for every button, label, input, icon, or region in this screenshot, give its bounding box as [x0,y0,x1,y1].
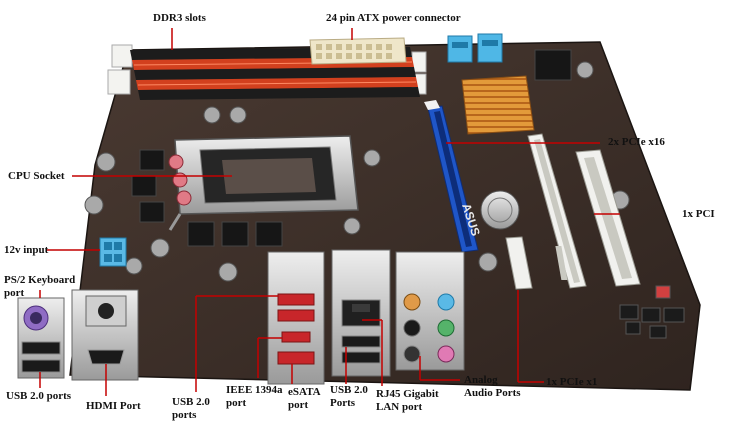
usb-port-red [277,309,315,322]
audio-jack [403,345,421,363]
io-hdmi-stack [71,289,139,381]
label-usb-mid-line1: USB 2.0 [172,396,210,408]
bottom-headers [619,285,685,339]
usb-port [21,359,61,373]
io-rj45-usb-stack [331,249,391,377]
vrm-components [131,149,283,247]
rj45-port [341,299,381,327]
pcie-x16-slot-white [527,133,587,289]
atx-12v-connector [99,237,127,267]
label-rj45-line1: RJ45 Gigabit [376,388,439,400]
io-ps2-usb-stack [17,297,65,379]
usb-port [341,351,381,364]
label-12v-input: 12v input [4,244,49,256]
label-ieee1394: IEEE 1394a port [226,384,283,410]
audio-jack [437,319,455,337]
esata-port [277,351,315,365]
hdmi-port [87,349,125,365]
pcie-x1-slot [505,236,568,290]
label-ps2-line2: port [4,287,25,299]
label-esata-line1: eSATA [288,386,321,398]
label-usb-left: USB 2.0 ports [6,390,72,402]
label-audio: Analog Audio Ports [464,374,521,400]
chipset-heatsink [461,75,535,135]
label-usb-right: USB 2.0 Ports [330,384,368,410]
audio-jack [437,345,455,363]
label-rj45-line2: LAN port [376,401,423,413]
dimm-slot [138,87,420,100]
pcie-x16-slot-blue [424,100,479,253]
cmos-battery [480,190,520,230]
label-ieee-line2: port [226,397,247,409]
pcb-board [69,41,701,391]
dimm-slot [134,67,416,80]
label-hdmi: HDMI Port [86,400,141,412]
audio-jack [403,293,421,311]
usb-port [21,341,61,355]
usb-port-red [277,293,315,306]
label-usb-right-line1: USB 2.0 [330,384,368,396]
label-ps2-port: PS/2 Keyboard port [4,274,75,300]
label-esata: eSATA port [288,386,321,412]
pci-slot [575,149,641,287]
label-rj45: RJ45 Gigabit LAN port [376,388,439,414]
label-audio-line1: Analog [464,374,498,386]
label-audio-line2: Audio Ports [464,387,521,399]
dimm-latch [111,44,133,68]
sata-connectors [447,33,503,63]
audio-jack [437,293,455,311]
dimm-latch [107,69,131,95]
label-pcie-x1: 1x PCIe x1 [546,376,598,388]
label-atx-connector: 24 pin ATX power connector [326,12,461,24]
atx-connector [309,37,407,65]
cpu-socket [168,135,359,231]
ieee1394-port [281,331,311,343]
io-audio-stack [395,251,465,371]
label-cpu-socket: CPU Socket [8,170,65,182]
pointer-lines [39,28,620,396]
label-usb-right-line2: Ports [330,397,356,409]
label-esata-line2: port [288,399,309,411]
io-chip [534,49,572,81]
label-pcie-x16: 2x PCIe x16 [608,136,665,148]
label-usb-mid: USB 2.0 ports [172,396,210,422]
label-pci: 1x PCI [682,208,715,220]
label-ps2-line1: PS/2 Keyboard [4,274,76,286]
audio-jack [403,319,421,337]
usb-port [341,335,381,348]
io-usb-esata-stack [267,251,325,385]
label-ieee-line1: IEEE 1394a [226,384,283,396]
label-ddr3-slots: DDR3 slots [153,12,206,24]
label-usb-mid-line2: ports [172,409,197,421]
